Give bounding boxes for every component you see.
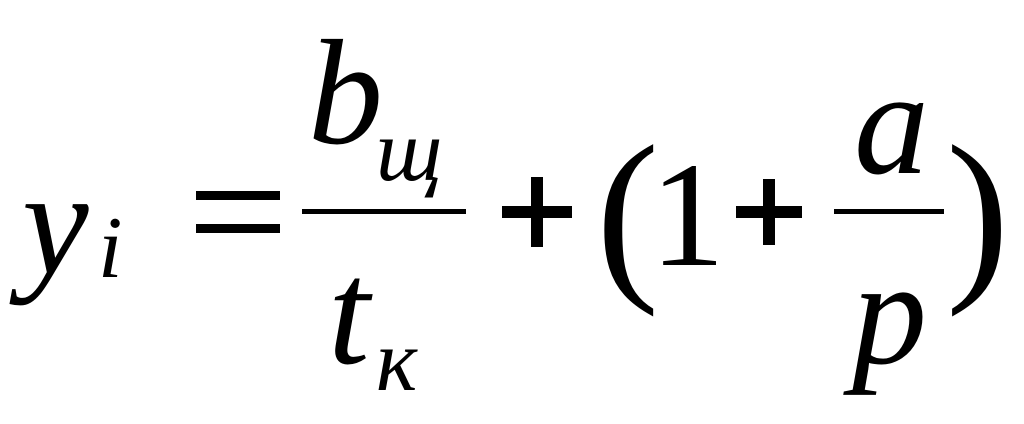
numerator-subscript: щ	[376, 103, 443, 200]
close-parenthesis: )	[946, 108, 1010, 318]
inner-denominator: p	[852, 230, 927, 396]
inner-fraction-bar	[834, 209, 944, 214]
number-one: 1	[650, 132, 725, 298]
lhs-variable: y	[22, 140, 89, 306]
equals-sign-bottom-bar	[196, 224, 280, 233]
main-fraction-bar	[302, 209, 466, 214]
denominator-variable: t	[328, 230, 370, 396]
denominator-subscript: к	[376, 313, 418, 410]
open-parenthesis: (	[596, 108, 660, 318]
numerator-variable: b	[308, 10, 383, 176]
inner-numerator: a	[854, 40, 929, 206]
plus-sign-vertical	[531, 177, 543, 247]
lhs-subscript: i	[98, 200, 123, 297]
equals-sign-top-bar	[196, 191, 280, 200]
plus-sign-2-vertical	[763, 179, 775, 245]
